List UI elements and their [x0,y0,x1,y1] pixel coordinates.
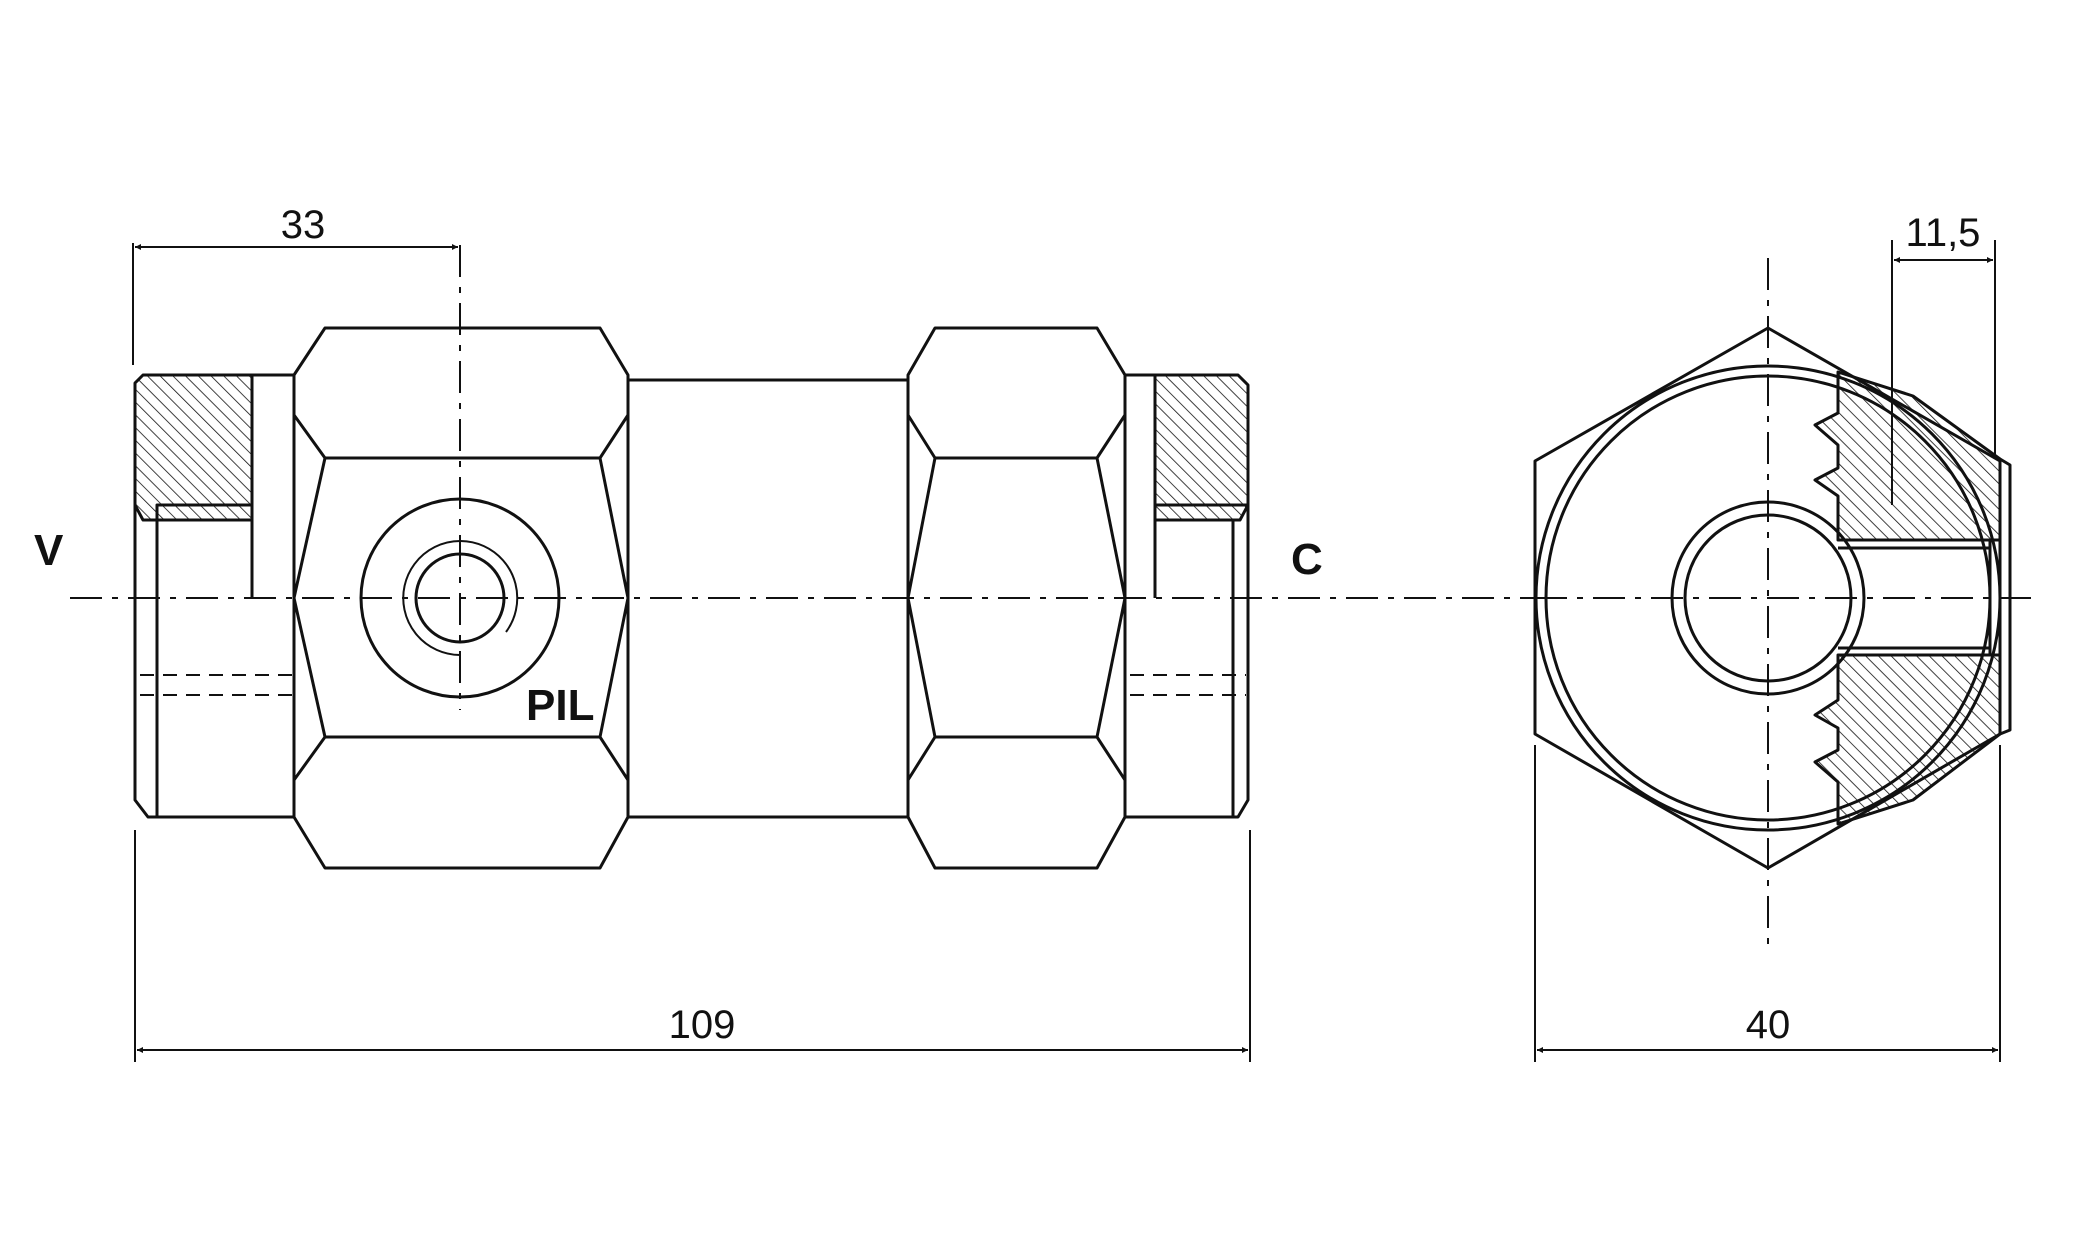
dimension-pilot-offset: 33 [132,203,458,365]
section-cut [1813,370,2012,826]
dimension-port-depth-value: 11,5 [1906,211,1981,255]
dimension-overall-length: 109 [134,830,1251,1062]
port-label-pil: PIL [526,681,594,730]
left-port-fitting [133,373,294,819]
side-view [70,245,1535,870]
dimension-port-depth: 11,5 [1891,211,1996,505]
end-view [1533,258,2040,945]
dimension-body-width: 40 [1534,745,2001,1062]
port-label-v: V [34,526,64,575]
dimension-pilot-offset-value: 33 [281,203,326,247]
port-label-c: C [1291,535,1323,584]
dimension-overall-length-value: 109 [669,1003,736,1047]
center-body [628,378,908,819]
right-port-fitting [1125,373,1250,819]
dimension-body-width-value: 40 [1746,1003,1791,1047]
